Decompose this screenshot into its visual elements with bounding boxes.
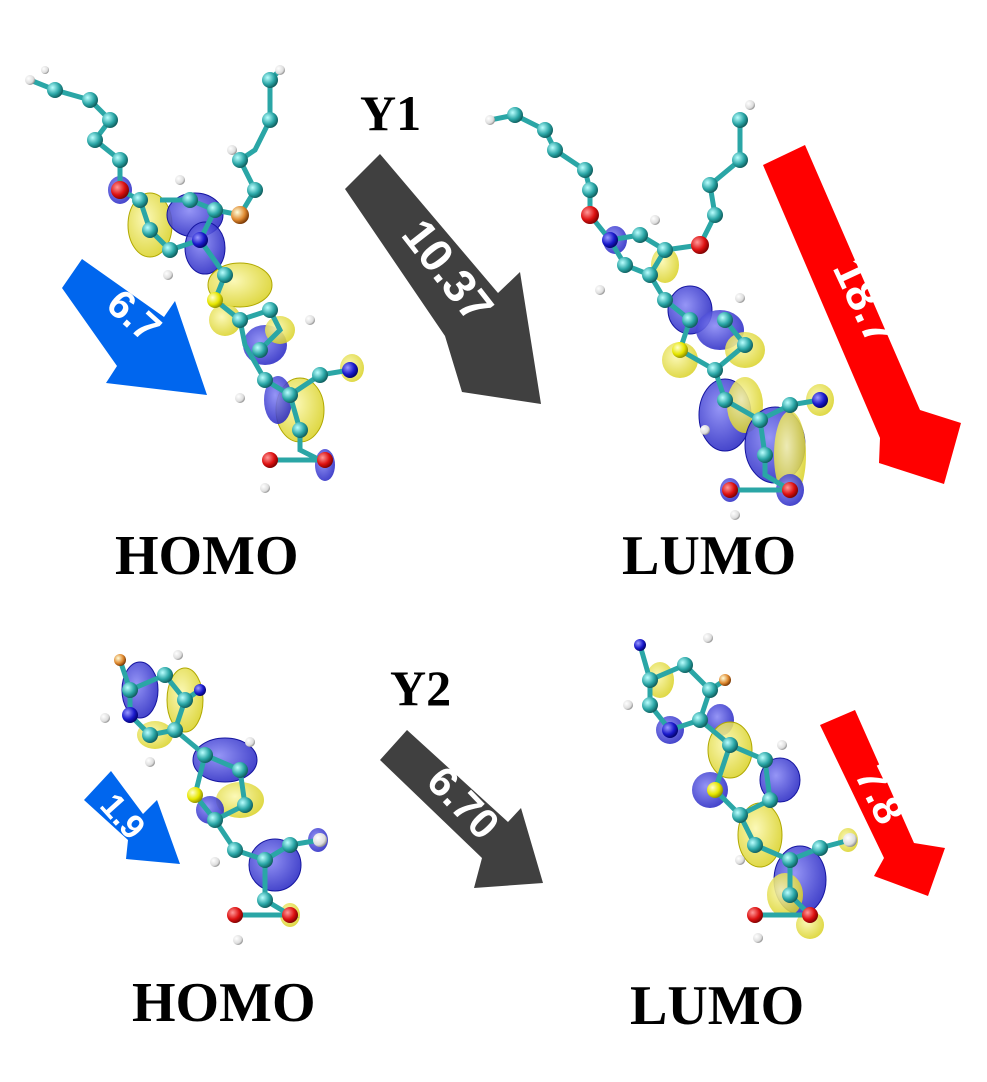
y2-homo-atoms [100, 650, 327, 945]
y2-transfer-arrow: 6.70 [380, 730, 543, 888]
y1-transfer-arrow-shape [345, 154, 541, 404]
y1-title: Y1 [360, 85, 422, 141]
y2-homo-arrow: 1.9 [84, 771, 180, 864]
y2-lumo-atoms [623, 633, 857, 943]
y2-lumo-arrow: 7.8 [820, 710, 945, 896]
y1-homo-molecule [25, 65, 364, 493]
y2-lumo-molecule [623, 633, 858, 943]
y1-homo-atoms [25, 65, 358, 493]
y2-lumo-arrow-shape [820, 710, 945, 896]
y1-homo-label: HOMO [115, 525, 299, 587]
y1-lumo-atoms [485, 100, 828, 520]
y2-title: Y2 [390, 660, 452, 716]
y2-homo-molecule [100, 650, 328, 945]
y1-transfer-arrow: 10.37 [345, 154, 541, 404]
y2-lumo-label: LUMO [630, 975, 805, 1037]
y2-transfer-arrow-shape [380, 730, 543, 888]
y1-homo-arrow: 6.7 [62, 259, 207, 395]
y2-homo-label: HOMO [132, 972, 316, 1034]
y2-homo-arrow-shape [84, 771, 180, 864]
y2-lumo-orbital-lobes [646, 662, 858, 939]
y1-lumo-label: LUMO [622, 525, 797, 587]
y1-lumo-arrow-shape [763, 145, 961, 484]
y1-homo-arrow-shape [62, 259, 207, 395]
y1-lumo-molecule [485, 100, 834, 520]
y2-homo-orbital-lobes [121, 661, 328, 927]
